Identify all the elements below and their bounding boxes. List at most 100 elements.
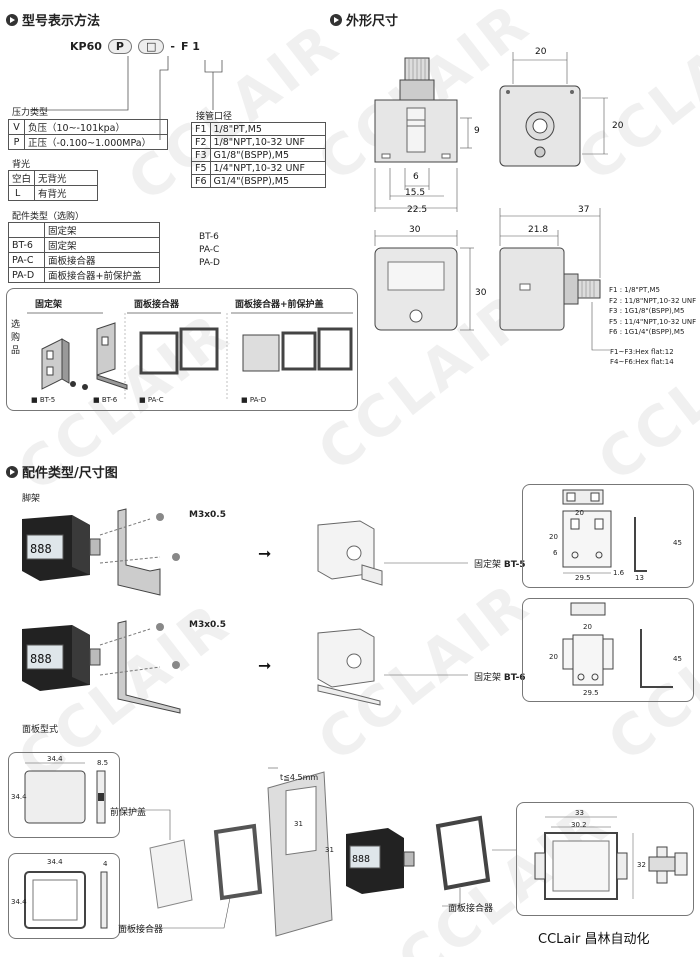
model-code: KP60 (70, 40, 102, 53)
accessory-desc: 面板接合器+前保护盖 (44, 267, 160, 283)
dim-20-top: 20 (535, 47, 547, 57)
option-item-label: PA-D (249, 396, 267, 404)
options-group3-title: 面板接合器+前保护盖 (235, 300, 324, 310)
table-row: PA-D 面板接合器+前保护盖 (8, 267, 160, 283)
table-row: 空白 无背光 (7, 170, 98, 186)
code-box: □ (137, 39, 165, 54)
pressure-desc: 负压（10~-101kpa） (24, 119, 168, 135)
footer-brand: CCLair 昌林自动化 (538, 932, 650, 947)
dim-9: 9 (474, 126, 480, 136)
svg-text:888: 888 (352, 854, 370, 865)
port-code: F2 (191, 135, 211, 149)
backlight-code: 空白 (7, 170, 36, 186)
dim-6: 6 (413, 172, 419, 182)
bt6-caption: 固定架 BT-6 (474, 670, 526, 683)
accessory-table: 固定架 BT-6 固定架 PA-C 面板接合器 PA-D 面板接合器+前保护盖 (8, 222, 160, 283)
model-title-text: 型号表示方法 (22, 14, 101, 29)
dd-dim-33: 33 (575, 809, 584, 817)
accessory-code: BT-6 (8, 237, 45, 253)
front-cover-caption: 前保护盖 (110, 808, 147, 818)
backlight-label: 背光 (12, 160, 31, 170)
accessory-section-title: 配件类型/尺寸图 (6, 462, 118, 481)
cutout-dim-31-b: 31 (325, 846, 334, 854)
pc-dim-34-4-v: 34.4 (11, 793, 27, 801)
port-label: 接管口径 (196, 112, 233, 122)
panel-thickness-label: t≦4.5mm (280, 773, 319, 782)
dim-21-8: 21.8 (528, 225, 549, 235)
option-item-bt6: ■ BT-6 (93, 396, 118, 404)
svg-text:➞: ➞ (258, 544, 271, 563)
options-illustrations (27, 312, 353, 399)
svg-text:888: 888 (30, 542, 52, 556)
bt6-dim-29-5: 29.5 (583, 689, 599, 697)
outline-title-text: 外形尺寸 (346, 14, 399, 29)
model-leader-lines (30, 56, 223, 140)
port-desc: 1/8"PT,M5 (209, 122, 327, 136)
svg-text:➞: ➞ (258, 656, 271, 675)
bt5-dim-1-6: 1.6 (613, 569, 625, 577)
dim-30-top: 30 (409, 225, 421, 235)
pa-dim-34-4: 34.4 (47, 858, 63, 866)
options-group1-title: 固定架 (35, 300, 63, 310)
accessory-code (8, 222, 45, 238)
pa-c-adapter-icon (139, 327, 219, 375)
bt5-detail-box: 20 20 6 29.5 45 1.6 13 (522, 484, 694, 588)
bt5-dim-45: 45 (673, 539, 682, 547)
accessory-label: 配件类型（选购） (12, 212, 85, 222)
port-note: F2 : 11/8"NPT,10-32 UNF (609, 296, 697, 305)
options-side-label: 选购品 (11, 320, 21, 356)
bt6-dim-45: 45 (673, 655, 682, 663)
pressure-table: V 负压（10~-101kpa） P 正压（-0.100~1.000MPa） (8, 119, 168, 150)
panel-adapter-detail-box: 34.4 34.4 4 (8, 853, 120, 939)
option-item-label: BT-6 (101, 396, 118, 404)
accessory-code-item: PA-C (199, 245, 220, 255)
bt5-dim-20a: 20 (575, 509, 584, 517)
code-dash: - (170, 40, 175, 53)
port-note: F3 : 1G1/8"(BSPP),M5 (609, 307, 685, 315)
option-item-pa-c: ■ PA-C (139, 396, 164, 404)
section-arrow-icon (6, 13, 18, 26)
pc-dim-34-4: 34.4 (47, 755, 63, 763)
hex-note: F4~F6:Hex flat:14 (610, 358, 674, 366)
screw-label: M3x0.5 (189, 510, 226, 520)
bt5-dim-20b: 20 (549, 533, 558, 541)
model-section-title: 型号表示方法 (6, 10, 100, 29)
bt6-caption-label: 固定架 (474, 673, 502, 683)
panel-mount-detail-box: 33 30.2 32 (516, 802, 694, 916)
accessory-title-text: 配件类型/尺寸图 (22, 466, 118, 481)
port-notes: F1 : 1/8"PT,M5 F2 : 11/8"NPT,10-32 UNF F… (609, 285, 696, 338)
hex-note: F1~F3:Hex flat:12 (610, 348, 674, 356)
gauge-device-icon: 888 (22, 625, 101, 691)
bt5-dim-13: 13 (635, 574, 644, 582)
table-row: L 有背光 (7, 185, 98, 201)
panel-type-label: 面板型式 (22, 725, 59, 735)
backlight-desc: 有背光 (34, 185, 98, 201)
gauge-device-icon: 888 (22, 515, 101, 581)
bt5-dim-29-5: 29.5 (575, 574, 591, 582)
panel-adapter-caption-2: 面板接合器 (448, 904, 494, 914)
options-group2-title: 面板接合器 (134, 300, 180, 310)
dim-20-right: 20 (612, 121, 624, 131)
table-row: PA-C 面板接合器 (8, 252, 160, 268)
front-cover-detail-box: 34.4 34.4 8.5 (8, 752, 120, 838)
pc-dim-8-5: 8.5 (97, 759, 109, 767)
section-arrow-icon (6, 465, 18, 478)
code-f1: F 1 (180, 40, 200, 53)
port-desc: G1/8"(BSPP),M5 (209, 148, 327, 162)
bt5-caption-label: 固定架 (474, 560, 502, 570)
accessory-code-list: BT-6 PA-C PA-D (199, 231, 220, 270)
accessory-code-item: PA-D (199, 258, 220, 268)
svg-text:888: 888 (30, 652, 52, 666)
dim-22-5: 22.5 (407, 205, 428, 215)
cutout-dim-31-a: 31 (294, 820, 303, 828)
backlight-code: L (7, 185, 36, 201)
bt6-dim-20a: 20 (583, 623, 592, 631)
bt6-dim-20b: 20 (549, 653, 558, 661)
bt5-caption: 固定架 BT-5 (474, 557, 526, 570)
bt6-bracket-icon (96, 322, 128, 390)
dd-dim-32: 32 (637, 861, 646, 869)
